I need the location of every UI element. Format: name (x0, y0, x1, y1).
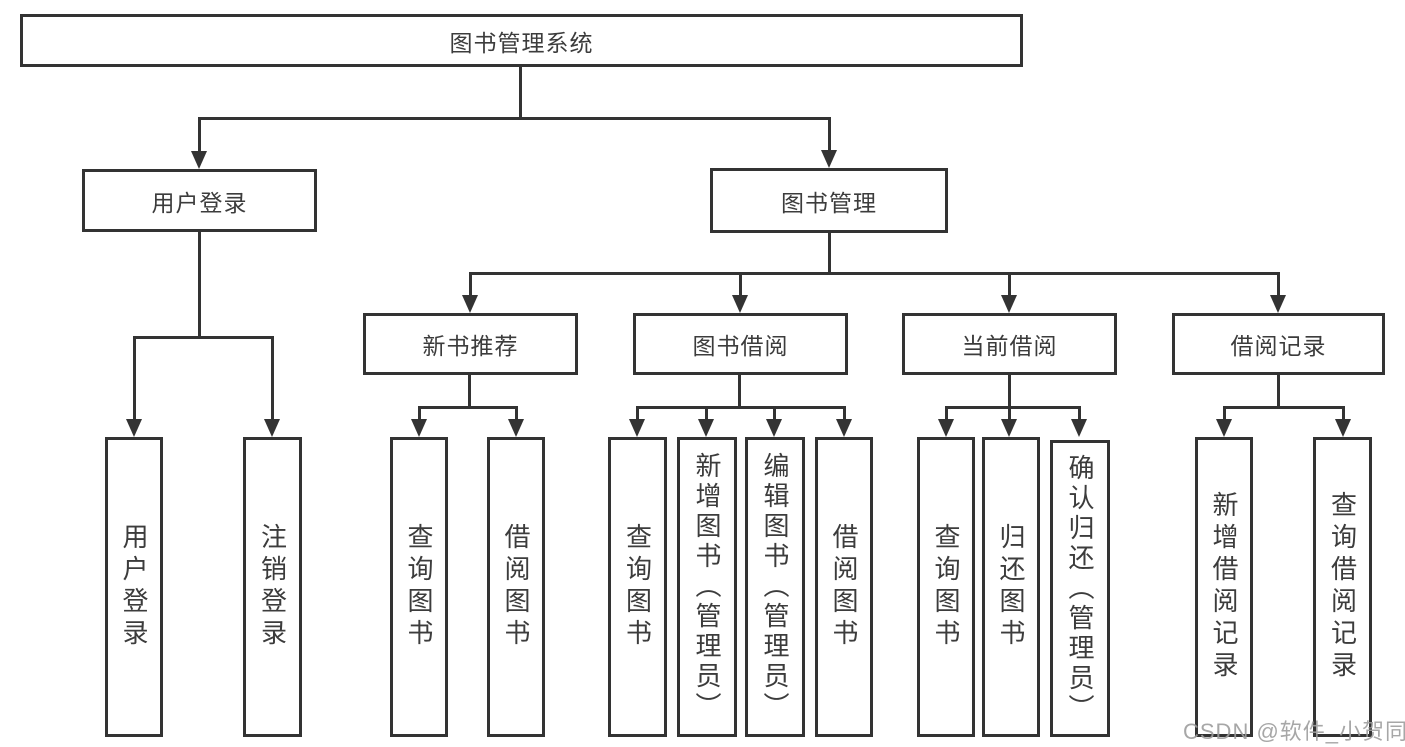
connector-stem-user-login (198, 117, 201, 152)
arrow-down-icon (264, 419, 280, 437)
connector-stem (1223, 406, 1226, 419)
leaf-cb-query-books: 查询图书 (917, 437, 975, 737)
connector-stem (1008, 406, 1011, 419)
connector-stem (945, 406, 948, 419)
node-current-borrow: 当前借阅 (902, 313, 1117, 375)
node-root: 图书管理系统 (20, 14, 1023, 67)
leaf-br-query-record: 查询借阅记录 (1313, 437, 1372, 737)
connector-stem-new-book (469, 272, 472, 296)
leaf-cb-confirm-return-admin: 确认归还（管理员） (1050, 440, 1110, 737)
leaf-bb-add-books-admin: 新增图书（管理员） (677, 437, 737, 737)
arrow-down-icon (629, 419, 645, 437)
connector-book-management-branch (469, 272, 1280, 275)
node-current-borrow-label: 当前借阅 (961, 333, 1058, 359)
leaf-cb-confirm-return-admin-label: 确认归还（管理员） (1065, 453, 1095, 724)
arrow-down-icon (732, 295, 748, 313)
leaf-user-login-label: 用户登录 (119, 523, 149, 651)
leaf-bb-query-books-label: 查询图书 (622, 523, 653, 651)
arrow-down-icon (1071, 419, 1087, 437)
node-borrow-records-label: 借阅记录 (1230, 333, 1327, 359)
leaf-nb-borrow-books-label: 借阅图书 (501, 523, 531, 651)
node-book-borrow: 图书借阅 (633, 313, 848, 375)
leaf-bb-borrow-books-label: 借阅图书 (829, 523, 859, 651)
connector-stem (1342, 406, 1345, 419)
csdn-watermark: CSDN @软件_小贺同学 (1183, 719, 1405, 744)
leaf-nb-query-books: 查询图书 (390, 437, 448, 737)
connector-user-login-branch (133, 336, 274, 339)
connector-stem-book-management (828, 117, 831, 151)
connector-stem-book-borrow (739, 272, 742, 296)
leaf-br-add-record: 新增借阅记录 (1195, 437, 1253, 737)
arrow-down-icon (836, 419, 852, 437)
connector-stem (515, 406, 518, 419)
node-book-borrow-label: 图书借阅 (692, 333, 789, 359)
connector-stem-leaf-logout (271, 336, 274, 419)
connector-stem-leaf-login (133, 336, 136, 419)
connector-current-borrow-trunk (1008, 375, 1011, 406)
connector-borrow-records-trunk (1277, 375, 1280, 406)
leaf-cb-return-books: 归还图书 (982, 437, 1040, 737)
connector-root-trunk (519, 66, 522, 117)
leaf-bb-add-books-admin-label: 新增图书（管理员） (692, 452, 722, 722)
connector-stem-borrow-records (1277, 272, 1280, 296)
leaf-bb-borrow-books: 借阅图书 (815, 437, 873, 737)
node-borrow-records: 借阅记录 (1172, 313, 1385, 375)
connector-book-borrow-trunk (738, 375, 741, 406)
node-book-management-label: 图书管理 (781, 189, 877, 216)
connector-current-borrow-branch (945, 406, 1081, 409)
leaf-nb-borrow-books: 借阅图书 (487, 437, 545, 737)
connector-book-borrow-branch (636, 406, 846, 409)
connector-stem (636, 406, 639, 419)
leaf-logout: 注销登录 (243, 437, 302, 737)
node-book-management: 图书管理 (710, 168, 948, 233)
node-new-book-recommend: 新书推荐 (363, 313, 578, 375)
leaf-nb-query-books-label: 查询图书 (404, 523, 434, 651)
connector-new-book-trunk (468, 375, 471, 406)
leaf-bb-edit-books-admin: 编辑图书（管理员） (745, 437, 805, 737)
arrow-down-icon (411, 419, 427, 437)
leaf-bb-edit-books-admin-label: 编辑图书（管理员） (760, 452, 790, 722)
leaf-user-login: 用户登录 (105, 437, 163, 737)
leaf-br-add-record-label: 新增借阅记录 (1209, 491, 1239, 683)
connector-book-management-trunk (828, 233, 831, 272)
connector-stem (1078, 406, 1081, 419)
arrow-down-icon (1001, 419, 1017, 437)
arrow-down-icon (126, 419, 142, 437)
connector-stem (773, 406, 776, 419)
connector-user-login-trunk (198, 232, 201, 336)
connector-root-branch (198, 117, 831, 120)
leaf-bb-query-books: 查询图书 (608, 437, 667, 737)
arrow-down-icon (462, 295, 478, 313)
arrow-down-icon (698, 419, 714, 437)
connector-stem (705, 406, 708, 419)
arrow-down-icon (191, 151, 207, 169)
node-new-book-recommend-label: 新书推荐 (422, 333, 519, 359)
arrow-down-icon (821, 150, 837, 168)
connector-stem (843, 406, 846, 419)
arrow-down-icon (508, 419, 524, 437)
leaf-cb-query-books-label: 查询图书 (931, 523, 961, 651)
connector-new-book-branch (418, 406, 518, 409)
node-root-label: 图书管理系统 (449, 29, 594, 56)
arrow-down-icon (938, 419, 954, 437)
connector-stem (418, 406, 421, 419)
leaf-logout-label: 注销登录 (257, 523, 288, 651)
connector-borrow-records-branch (1223, 406, 1344, 409)
node-user-login-label: 用户登录 (151, 189, 248, 216)
leaf-br-query-record-label: 查询借阅记录 (1327, 491, 1358, 683)
leaf-cb-return-books-label: 归还图书 (996, 523, 1026, 651)
arrow-down-icon (1270, 295, 1286, 313)
arrow-down-icon (1001, 295, 1017, 313)
connector-stem-current-borrow (1008, 272, 1011, 296)
arrow-down-icon (1216, 419, 1232, 437)
arrow-down-icon (1335, 419, 1351, 437)
arrow-down-icon (766, 419, 782, 437)
node-user-login: 用户登录 (82, 169, 317, 232)
